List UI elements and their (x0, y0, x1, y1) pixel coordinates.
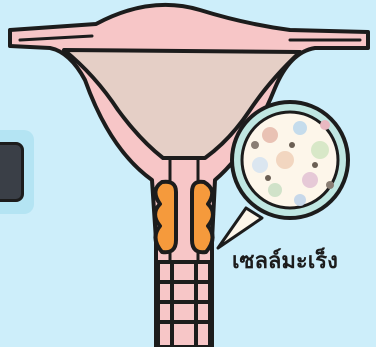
cancer-cells-label: เซลล์มะเร็ง (232, 243, 338, 278)
vagina-rings (158, 262, 210, 347)
magnifier-icon (232, 102, 348, 218)
magnifier-pointer (218, 208, 262, 248)
cells-right (192, 182, 213, 253)
cells-left (155, 182, 176, 253)
